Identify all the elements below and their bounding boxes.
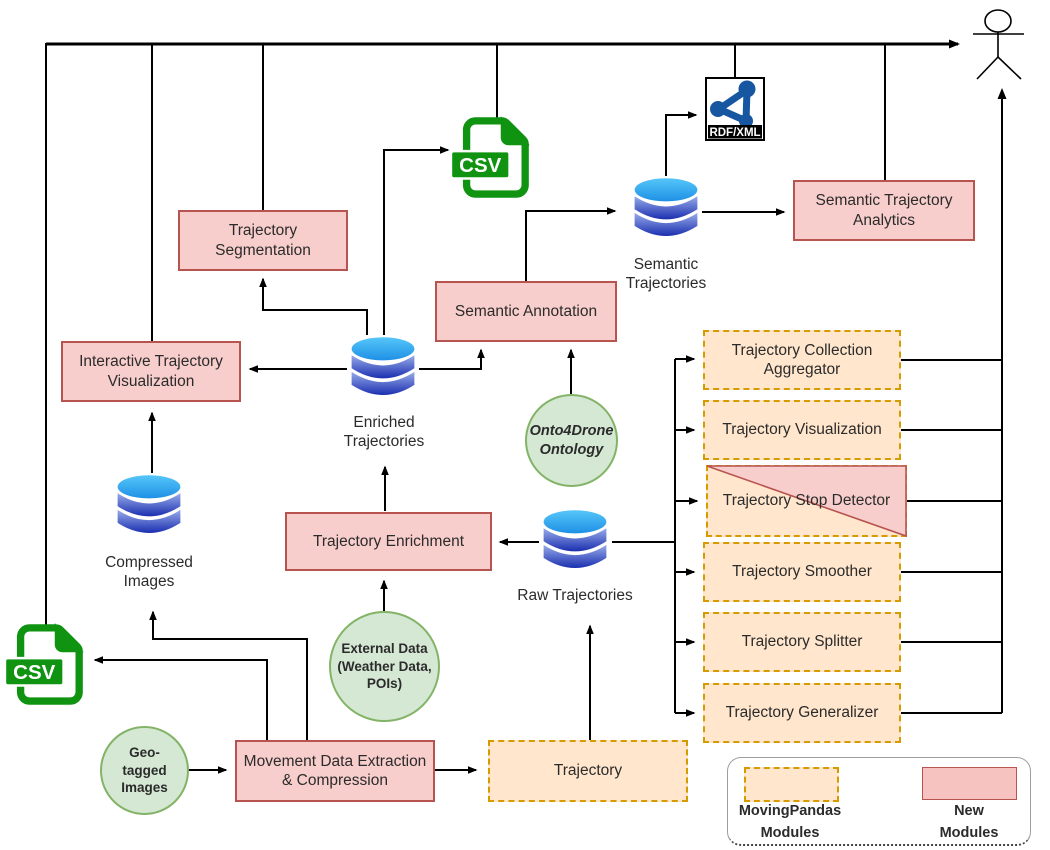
raw-trajectories-label: Raw Trajectories	[517, 587, 633, 604]
trajectory-box: Trajectory	[488, 740, 688, 802]
edge-enriched-to-annotation	[419, 348, 485, 370]
csv-label-bottom: CSV	[13, 661, 55, 684]
trajectory-stop-detector-label: Trajectory Stop Detector	[722, 492, 891, 510]
edge-enriched-to-csv1	[383, 146, 450, 335]
edge-annotation-to-semantic	[525, 207, 617, 281]
edge-enriched-to-segmentation	[259, 277, 368, 335]
legend-new-modules-swatch	[922, 767, 1017, 800]
user-actor-icon	[973, 9, 1024, 80]
trajectory-segmentation-box: Trajectory Segmentation	[178, 210, 348, 271]
csv-file-icon-top: CSV	[450, 116, 530, 198]
interactive-trajectory-visualization-box: Interactive Trajectory Visualization	[61, 341, 241, 402]
raw-trajectories-database-icon	[543, 510, 607, 568]
trajectory-splitter-box: Trajectory Splitter	[703, 612, 901, 672]
semantic-trajectory-analytics-box: Semantic Trajectory Analytics	[793, 180, 975, 241]
legend-new-modules-label: New Modules	[939, 803, 999, 842]
edge-semantic-to-rdf	[665, 111, 698, 176]
legend: MovingPandas Modules New Modules	[727, 757, 1031, 846]
rdf-xml-icon: RDF/XML	[705, 77, 765, 141]
csv-label-top: CSV	[459, 154, 501, 177]
semantic-trajectories-database-icon	[634, 178, 698, 236]
enriched-trajectories-database-icon	[351, 337, 415, 395]
trajectory-generalizer-box: Trajectory Generalizer	[703, 683, 901, 743]
trajectory-smoother-box: Trajectory Smoother	[703, 542, 901, 602]
edge-movement-to-csv2	[93, 656, 268, 740]
movement-data-extraction-box: Movement Data Extraction & Compression	[235, 740, 435, 802]
trajectory-visualization-box: Trajectory Visualization	[703, 400, 901, 460]
trajectory-collection-aggregator-box: Trajectory Collection Aggregator	[703, 330, 901, 390]
trajectory-stop-detector-box: Trajectory Stop Detector	[706, 465, 907, 537]
semantic-annotation-box: Semantic Annotation	[435, 281, 617, 342]
compressed-images-label: Compressed Images	[105, 554, 193, 591]
stop-detector-new-module-overlay	[706, 465, 907, 537]
compressed-images-database-icon	[117, 475, 181, 533]
semantic-trajectories-label: Semantic Trajectories	[625, 256, 707, 293]
legend-movingpandas-swatch	[744, 767, 839, 802]
enriched-trajectories-label: Enriched Trajectories	[343, 414, 425, 451]
edge-movement-to-compressed	[149, 610, 308, 740]
external-data-circle: External Data (Weather Data, POIs)	[329, 611, 440, 722]
trajectory-enrichment-box: Trajectory Enrichment	[285, 512, 492, 571]
onto4drone-ontology-circle: Onto4Drone Ontology	[525, 394, 618, 487]
rdf-xml-label: RDF/XML	[709, 127, 760, 139]
legend-movingpandas-label: MovingPandas Modules	[738, 803, 842, 842]
csv-file-icon-bottom: CSV	[4, 623, 84, 705]
geo-tagged-images-circle: Geo-tagged Images	[100, 726, 189, 815]
